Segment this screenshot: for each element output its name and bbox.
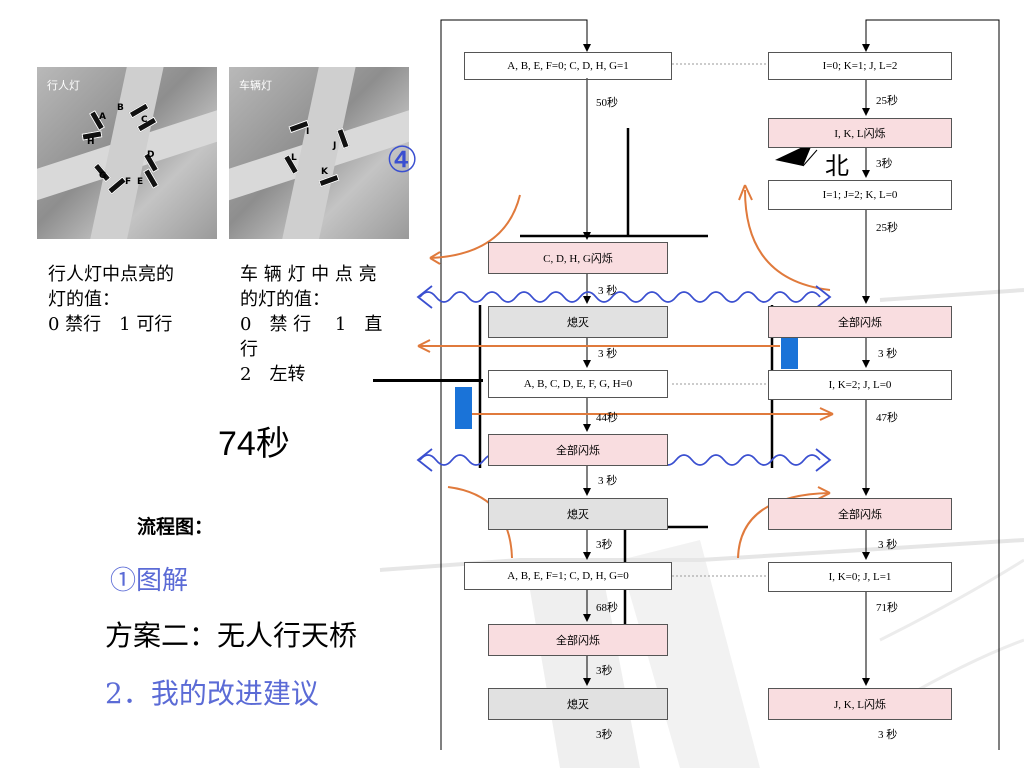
flow-box-left: 熄灭 bbox=[488, 306, 668, 338]
vehicle-legend-line: 行 bbox=[240, 339, 258, 360]
label-j: J bbox=[333, 141, 337, 151]
duration-label: 3 秒 bbox=[598, 475, 618, 487]
duration-label: 3秒 bbox=[596, 665, 613, 677]
flow-box-left: A, B, C, D, E, F, G, H=0 bbox=[488, 370, 668, 398]
duration-label: 3秒 bbox=[876, 158, 893, 170]
duration-label: 3秒 bbox=[596, 729, 613, 741]
flow-box-right: I, K=2; J, L=0 bbox=[768, 370, 952, 400]
vehicle-legend-line: 0 禁 行 1 直 bbox=[240, 314, 383, 335]
duration-label: 3 秒 bbox=[598, 285, 618, 297]
north-arrow-icon bbox=[773, 136, 823, 180]
flow-box-right: I, K, L闪烁 bbox=[768, 118, 952, 148]
flow-box-left: 全部闪烁 bbox=[488, 624, 668, 656]
duration-label: 44秒 bbox=[596, 412, 618, 424]
menu-item-suggestions[interactable]: 2．我的改进建议 bbox=[105, 677, 319, 710]
label-c: C bbox=[141, 115, 148, 125]
label-b: B bbox=[117, 103, 124, 113]
label-f: F bbox=[125, 177, 132, 187]
label-h: H bbox=[87, 137, 95, 147]
vehicle-legend-line: 2 左转 bbox=[240, 364, 306, 385]
flow-box-right: J, K, L闪烁 bbox=[768, 688, 952, 720]
duration-label: 50秒 bbox=[596, 97, 618, 109]
duration-label: 25秒 bbox=[876, 222, 898, 234]
flow-box-left: A, B, E, F=0; C, D, H, G=1 bbox=[464, 52, 672, 80]
circled-four: ④ bbox=[386, 140, 419, 181]
pedestrian-legend-line: 灯的值： bbox=[48, 289, 120, 310]
label-i: I bbox=[306, 127, 310, 137]
connector-line bbox=[373, 379, 483, 382]
vehicle-legend-line: 的灯的值： bbox=[240, 289, 330, 310]
flow-box-right: I, K=0; J, L=1 bbox=[768, 562, 952, 592]
flow-box-right: I=0; K=1; J, L=2 bbox=[768, 52, 952, 80]
vehicle-photo-caption: 车辆灯 bbox=[239, 79, 272, 92]
duration-label: 68秒 bbox=[596, 602, 618, 614]
pedestrian-light-photo: 行人灯 A B C D E F G H bbox=[37, 67, 217, 239]
flow-box-right: I=1; J=2; K, L=0 bbox=[768, 180, 952, 210]
label-g: G bbox=[99, 171, 107, 181]
duration-label: 71秒 bbox=[876, 602, 898, 614]
flow-box-left: A, B, E, F=1; C, D, H, G=0 bbox=[464, 562, 672, 590]
label-e: E bbox=[137, 177, 144, 187]
label-a: A bbox=[99, 112, 106, 122]
label-d: D bbox=[147, 150, 155, 160]
duration-label: 25秒 bbox=[876, 95, 898, 107]
label-k: K bbox=[321, 167, 328, 177]
blue-pedestrian-bar bbox=[781, 336, 798, 369]
pedestrian-legend-line: 0 禁行 1 可行 bbox=[48, 314, 173, 335]
duration-label: 3 秒 bbox=[878, 539, 898, 551]
flow-box-left: 熄灭 bbox=[488, 688, 668, 720]
menu-item-diagram[interactable]: ①图解 bbox=[110, 566, 189, 596]
label-l: L bbox=[291, 153, 297, 163]
flow-box-right: 全部闪烁 bbox=[768, 306, 952, 338]
duration-label: 3 秒 bbox=[878, 348, 898, 360]
vehicle-legend: 车 辆 灯 中 点 亮 的灯的值： 0 禁 行 1 直 行 2 左转 bbox=[240, 262, 382, 387]
duration-label: 47秒 bbox=[876, 412, 898, 424]
duration-label: 3秒 bbox=[596, 539, 613, 551]
flow-box-left: 熄灭 bbox=[488, 498, 668, 530]
vehicle-legend-line: 车 辆 灯 中 点 亮 bbox=[240, 264, 377, 285]
total-time: 74秒 bbox=[218, 425, 290, 463]
vehicle-light-photo: 车辆灯 I J K L bbox=[229, 67, 409, 239]
north-label: 北 bbox=[825, 152, 849, 180]
duration-label: 3 秒 bbox=[878, 729, 898, 741]
flowchart-label: 流程图： bbox=[137, 516, 214, 538]
flow-box-left: C, D, H, G闪烁 bbox=[488, 242, 668, 274]
menu-item-plan-two[interactable]: 方案二：无人行天桥 bbox=[105, 619, 358, 652]
pedestrian-legend-line: 行人灯中点亮的 bbox=[48, 264, 174, 285]
duration-label: 3 秒 bbox=[598, 348, 618, 360]
flow-box-right: 全部闪烁 bbox=[768, 498, 952, 530]
flow-box-left: 全部闪烁 bbox=[488, 434, 668, 466]
pedestrian-photo-caption: 行人灯 bbox=[47, 79, 80, 92]
pedestrian-legend: 行人灯中点亮的 灯的值： 0 禁行 1 可行 bbox=[48, 262, 174, 337]
blue-pedestrian-bar bbox=[455, 387, 472, 429]
